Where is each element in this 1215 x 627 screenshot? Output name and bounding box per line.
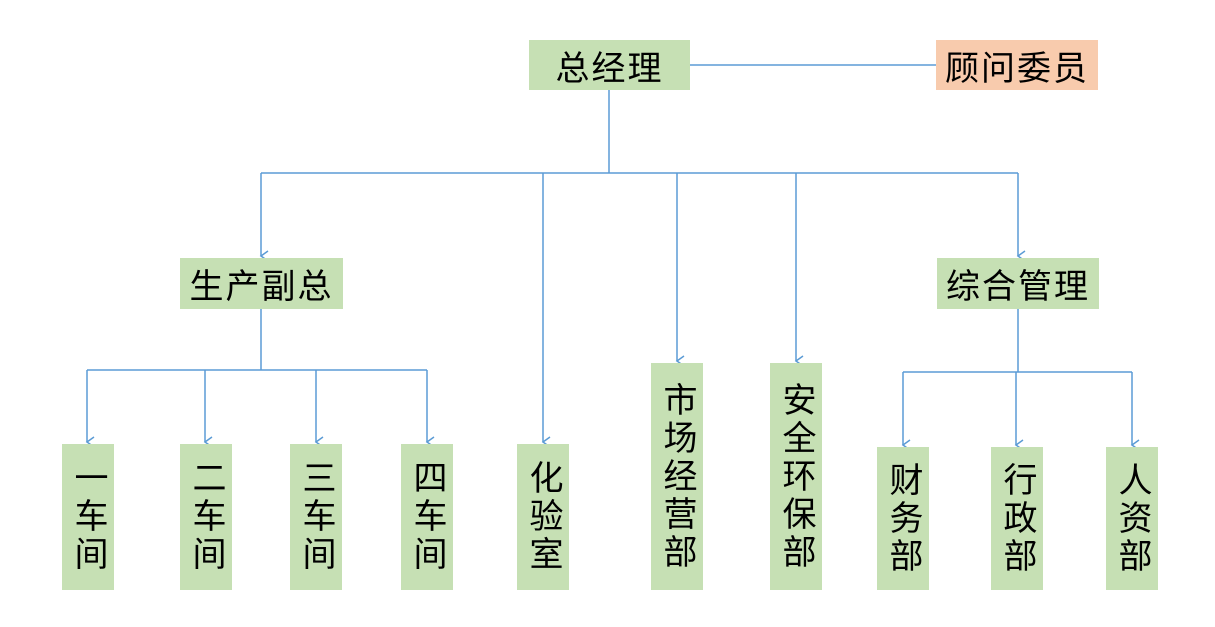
node-workshop-1: 一车间 bbox=[62, 444, 114, 590]
node-finance-dept: 财务部 bbox=[877, 447, 929, 590]
node-label: 化验室 bbox=[523, 460, 563, 574]
node-workshop-3: 三车间 bbox=[290, 444, 342, 590]
node-label: 综合管理 bbox=[946, 267, 1090, 307]
node-marketing-dept: 市场经营部 bbox=[651, 363, 703, 590]
node-label: 三车间 bbox=[296, 460, 336, 574]
node-workshop-2: 二车间 bbox=[180, 444, 232, 590]
node-label: 行政部 bbox=[997, 461, 1037, 576]
node-label: 四车间 bbox=[407, 460, 447, 574]
node-hr-dept: 人资部 bbox=[1106, 447, 1158, 590]
node-safety-env-dept: 安全环保部 bbox=[770, 363, 822, 590]
node-production-vp: 生产副总 bbox=[180, 258, 343, 309]
node-label: 财务部 bbox=[883, 461, 923, 576]
node-workshop-4: 四车间 bbox=[401, 444, 453, 590]
node-label: 顾问委员 bbox=[945, 48, 1089, 89]
node-label: 人资部 bbox=[1112, 461, 1152, 576]
node-label: 市场经营部 bbox=[657, 381, 697, 572]
node-label: 安全环保部 bbox=[776, 381, 816, 572]
node-admin-dept: 行政部 bbox=[991, 447, 1043, 590]
node-lab: 化验室 bbox=[517, 444, 569, 590]
node-general-manager: 总经理 bbox=[529, 40, 690, 90]
node-label: 二车间 bbox=[186, 460, 226, 574]
node-label: 生产副总 bbox=[189, 267, 334, 307]
node-advisory-committee: 顾问委员 bbox=[936, 40, 1098, 90]
node-label: 总经理 bbox=[555, 48, 664, 89]
node-label: 一车间 bbox=[68, 460, 108, 574]
node-general-management: 综合管理 bbox=[937, 258, 1099, 309]
